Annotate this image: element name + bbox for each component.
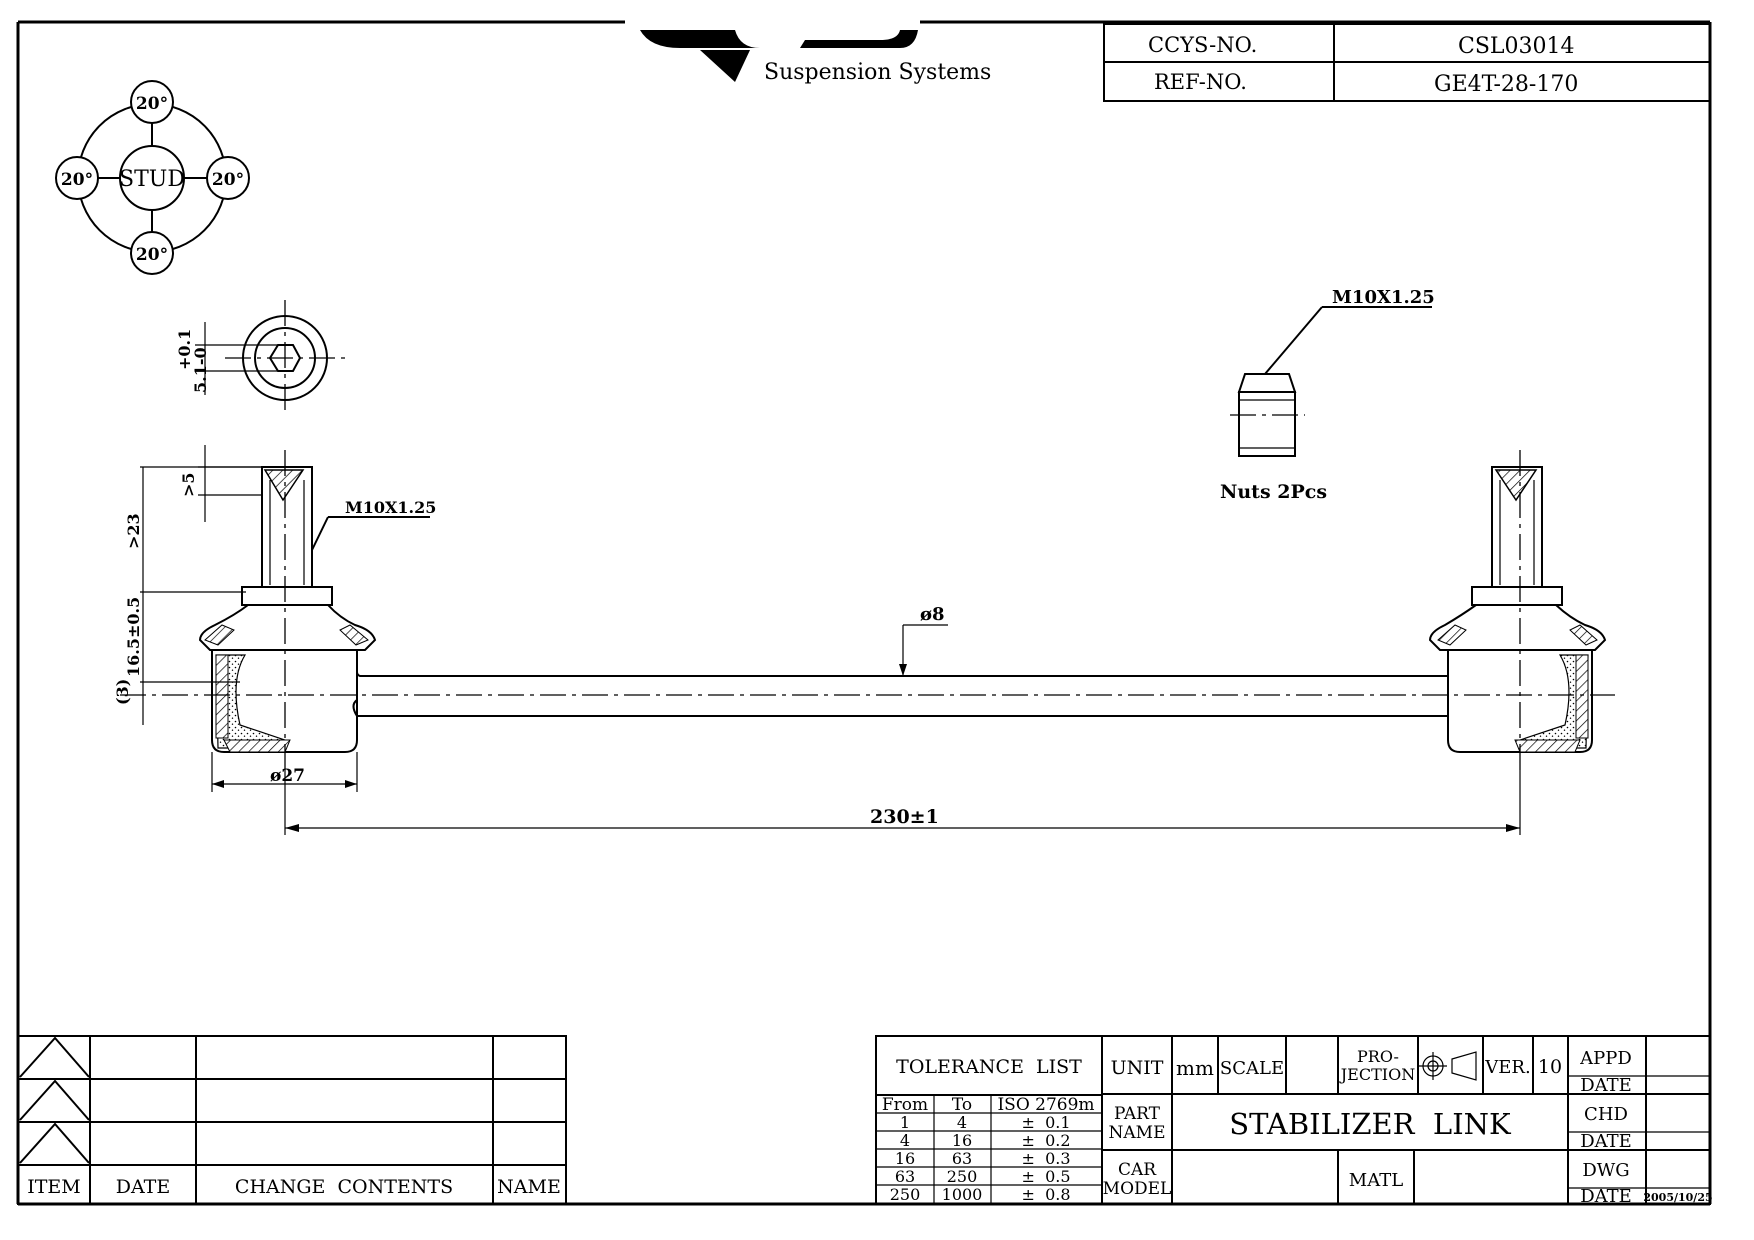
boot-height-dim: 16.5±0.5 — [124, 597, 143, 677]
rev-header-date: DATE — [116, 1176, 170, 1198]
title-block: TOLERANCE LIST From To ISO 2769m 1 4 ± 0… — [875, 1035, 1713, 1207]
tol-from-3: 16 — [895, 1149, 915, 1168]
ccys-no-value: CSL03014 — [1458, 34, 1575, 59]
angle-left: 20° — [61, 170, 93, 190]
center-distance-dim: 230±1 — [870, 806, 939, 828]
left-ball-joint — [198, 450, 377, 770]
tol-val-2: ± 0.2 — [1021, 1131, 1070, 1150]
rod-diameter-dim: ø8 — [920, 604, 945, 625]
tol-to-4: 250 — [947, 1167, 978, 1186]
scale-label: SCALE — [1220, 1058, 1284, 1079]
ver-label: VER. — [1484, 1057, 1530, 1078]
projection-label-2: JECTION — [1339, 1065, 1415, 1084]
dwg-label: DWG — [1582, 1160, 1629, 1181]
tol-from-1: 1 — [900, 1113, 910, 1132]
tol-val-5: ± 0.8 — [1021, 1185, 1070, 1204]
ccys-no-label: CCYS-NO. — [1148, 33, 1257, 57]
tol-val-4: ± 0.5 — [1021, 1167, 1070, 1186]
angle-top: 20° — [136, 94, 168, 114]
chd-date-label: DATE — [1580, 1131, 1632, 1152]
part-name-label-1: PART — [1114, 1104, 1161, 1124]
chd-label: CHD — [1584, 1104, 1628, 1125]
ref-no-value: GE4T-28-170 — [1434, 72, 1578, 97]
housing-diameter-dim: ø27 — [270, 766, 305, 786]
tol-to-5: 1000 — [942, 1185, 983, 1204]
rev-header-item: ITEM — [27, 1176, 81, 1198]
ver-value: 10 — [1538, 1056, 1562, 1078]
dwg-date-value: 2005/10/25 — [1643, 1191, 1712, 1204]
matl-label: MATL — [1349, 1170, 1403, 1191]
tol-header-to: To — [952, 1095, 972, 1115]
car-model-label-2: MODEL — [1103, 1179, 1172, 1199]
car-model-label-1: CAR — [1118, 1160, 1157, 1180]
part-name-label-2: NAME — [1109, 1123, 1166, 1143]
angle-right: 20° — [212, 170, 244, 190]
tol-from-4: 63 — [895, 1167, 915, 1186]
hex-size-dim: 5.1-0 — [191, 347, 210, 393]
tol-from-5: 250 — [890, 1185, 921, 1204]
revision-table: ITEM DATE CHANGE CONTENTS NAME — [17, 1035, 567, 1205]
ref-no-label: REF-NO. — [1154, 70, 1247, 94]
appd-date-label: DATE — [1580, 1075, 1632, 1096]
stud-length-dim: >23 — [124, 513, 143, 549]
tol-from-2: 4 — [900, 1131, 910, 1150]
tol-header-from: From — [882, 1095, 928, 1115]
nut-note: Nuts 2Pcs — [1220, 481, 1327, 503]
tolerance-title: TOLERANCE LIST — [896, 1056, 1082, 1078]
drawing-frame — [16, 20, 1712, 1206]
stud-angle-diagram: STUD 20° 20° 20° 20° — [55, 80, 250, 275]
rev-header-change: CHANGE CONTENTS — [235, 1176, 453, 1198]
tol-val-3: ± 0.3 — [1021, 1149, 1070, 1168]
company-subtitle: Suspension Systems — [764, 60, 991, 85]
projection-label-1: PRO- — [1357, 1047, 1399, 1066]
company-logo: Suspension Systems — [640, 30, 991, 85]
tol-to-2: 16 — [952, 1131, 972, 1150]
tol-to-1: 4 — [957, 1113, 967, 1132]
stud-label: STUD — [119, 167, 185, 192]
unit-value: mm — [1176, 1056, 1214, 1080]
tol-to-3: 63 — [952, 1149, 972, 1168]
angle-bottom: 20° — [136, 245, 168, 265]
appd-label: APPD — [1579, 1048, 1632, 1069]
tol-header-iso: ISO 2769m — [997, 1095, 1094, 1115]
stud-tip-dim: >5 — [179, 472, 198, 497]
unit-label: UNIT — [1111, 1057, 1164, 1079]
stud-end-view: +0.1 5.1-0 — [175, 300, 345, 416]
reference-table: CCYS-NO. CSL03014 REF-NO. GE4T-28-170 — [1103, 23, 1711, 102]
dimension-annotations: >5 >23 16.5±0.5 (3) M10X1.25 ø8 ø27 — [113, 445, 1521, 835]
left-thread-dim: M10X1.25 — [345, 498, 436, 517]
nut-thread-dim: M10X1.25 — [1332, 287, 1435, 308]
right-ball-joint — [1428, 450, 1607, 770]
dwg-date-label: DATE — [1580, 1186, 1632, 1207]
rev-header-name: NAME — [497, 1176, 561, 1198]
ball-offset-dim: (3) — [113, 679, 132, 705]
nut-view: M10X1.25 Nuts 2Pcs — [1220, 287, 1435, 503]
tol-val-1: ± 0.1 — [1021, 1113, 1070, 1132]
projection-symbol-icon — [1419, 1051, 1477, 1081]
hex-tolerance-dim: +0.1 — [175, 329, 194, 370]
stabilizer-rod — [120, 671, 1615, 717]
part-name-value: STABILIZER LINK — [1229, 1107, 1512, 1141]
